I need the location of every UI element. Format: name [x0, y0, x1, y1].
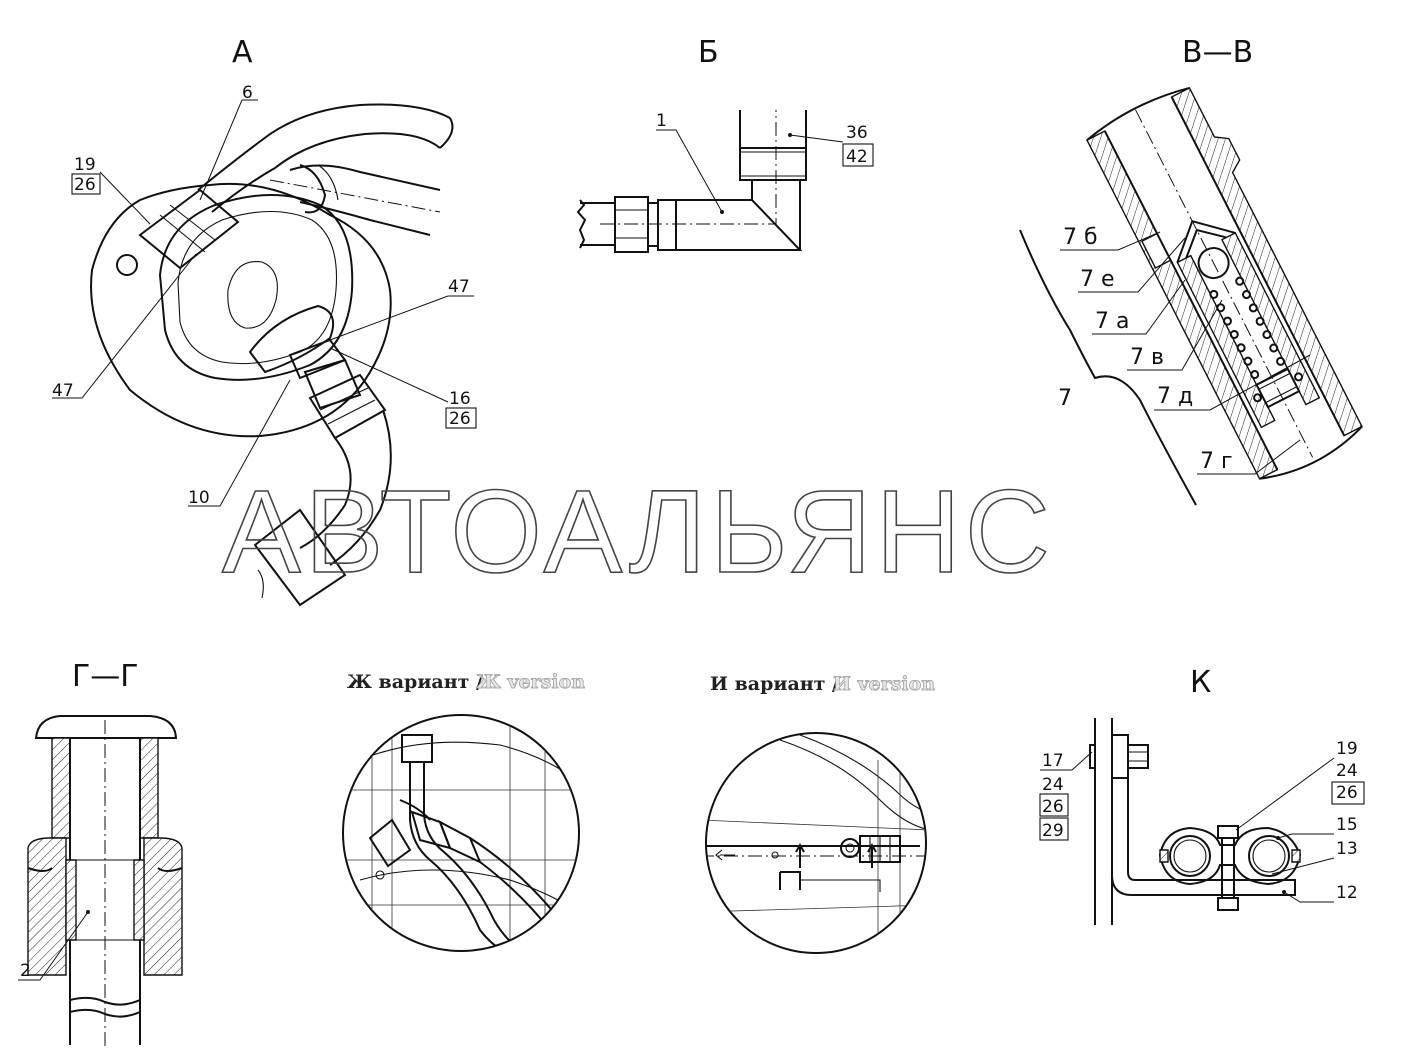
view-a-lower-hose-left: [299, 437, 352, 549]
view-gg-nut-left: [27, 837, 67, 976]
watermark: АВТОАЛЬЯНС: [222, 466, 1054, 598]
callout-7g: 7 г: [1200, 449, 1233, 474]
view-b-title: Б: [698, 35, 719, 70]
callout-19: 19: [74, 155, 96, 175]
view-a-upper-block: [138, 188, 240, 270]
view-b-fitting: [657, 199, 677, 251]
view-k-pipe-left: [1169, 835, 1211, 877]
callout-7: 7: [1058, 386, 1072, 411]
variant-i: И вариант / И version: [705, 673, 936, 954]
callout-19-k: 19: [1336, 739, 1358, 759]
callout-17: 17: [1042, 751, 1064, 771]
view-a-lower-block: [288, 338, 347, 380]
callout-24-left: 24: [1042, 775, 1064, 795]
view-a-hose-top: [289, 164, 441, 191]
view-k-bolt: [1127, 744, 1149, 769]
callout-26-left: 26: [1042, 797, 1064, 817]
view-vv: В—В: [1019, 35, 1363, 506]
callout-26-lower: 26: [449, 409, 471, 429]
view-a-lower-nut: [308, 373, 387, 440]
variant-i-fitting: [840, 838, 860, 858]
view-a-lower-hose-right: [329, 409, 392, 566]
view-a-mount-hole: [116, 254, 138, 276]
view-a: А 6 19 2: [52, 35, 477, 607]
variant-zh-pipe-a: [409, 762, 521, 951]
valve-ball: [1197, 247, 1230, 280]
variant-zh-circle: [342, 714, 580, 952]
callout-36: 36: [846, 123, 868, 143]
callout-2: 2: [20, 961, 31, 981]
view-a-hose-end-fitting: [253, 508, 347, 607]
variant-zh-pipe-b: [423, 762, 536, 951]
callout-16: 16: [449, 389, 471, 409]
view-b-elbow: [676, 199, 803, 251]
view-a-oval-port: [227, 261, 278, 329]
view-gg: Г—Г 2: [18, 659, 183, 1050]
variant-zh-tee: [410, 810, 452, 850]
variant-i-label: И вариант /: [710, 673, 839, 695]
view-a-body: [158, 194, 354, 381]
callout-7d: 7 д: [1157, 384, 1193, 409]
variant-zh-label: Ж вариант /: [347, 671, 483, 693]
view-gg-cap: [34, 715, 178, 739]
view-k-title: К: [1190, 665, 1211, 700]
view-k-wall: [1094, 718, 1113, 925]
view-a-upper-pipe-top: [197, 103, 451, 191]
view-gg-title: Г—Г: [72, 659, 139, 694]
view-k-bracket: [1111, 778, 1296, 896]
callout-47-left: 47: [52, 381, 74, 401]
callout-13: 13: [1336, 839, 1358, 859]
view-b-clamp: [739, 147, 807, 181]
callout-1: 1: [656, 111, 667, 131]
callout-7e: 7 е: [1080, 267, 1115, 292]
callout-47-right: 47: [448, 277, 470, 297]
view-b-nut: [614, 196, 649, 253]
variant-i-label-en: И version: [833, 673, 935, 695]
callout-26-upper: 26: [74, 175, 96, 195]
view-a-title: А: [232, 35, 253, 70]
variant-zh-nut: [401, 734, 433, 763]
callout-7a: 7 а: [1095, 309, 1129, 334]
callout-6: 6: [242, 83, 253, 103]
view-k: К 17 24 26 29 19 24 26 15: [1039, 665, 1365, 925]
callout-10: 10: [188, 488, 210, 508]
view-a-hose-nut: [299, 164, 327, 214]
view-a-upper-pipe-bottom: [211, 132, 441, 213]
callout-29: 29: [1042, 821, 1064, 841]
callout-24-right: 24: [1336, 761, 1358, 781]
view-a-flange: [90, 182, 392, 438]
view-a-hose-bottom: [299, 201, 431, 236]
valve-section: [1086, 86, 1363, 480]
variant-i-circle: [705, 732, 927, 954]
view-vv-break-line: [1019, 229, 1197, 506]
valve-spring: [1209, 276, 1286, 380]
callout-12: 12: [1336, 883, 1358, 903]
callout-7b: 7 б: [1063, 225, 1098, 250]
variant-zh: Ж вариант / Ж version: [342, 671, 586, 952]
callout-7v: 7 в: [1130, 345, 1164, 370]
callout-15: 15: [1336, 815, 1358, 835]
callout-42: 42: [846, 147, 868, 167]
view-b: Б 1 36 42: [576, 35, 874, 253]
view-a-body-inner: [177, 210, 338, 365]
view-b-hose: [580, 202, 615, 246]
view-gg-nut-right: [143, 837, 183, 976]
view-vv-title: В—В: [1182, 35, 1253, 70]
valve-plug: [1255, 367, 1301, 409]
view-k-pipe-right: [1248, 835, 1290, 877]
variant-zh-label-en: Ж version: [476, 671, 585, 693]
callout-26-right: 26: [1336, 783, 1358, 803]
